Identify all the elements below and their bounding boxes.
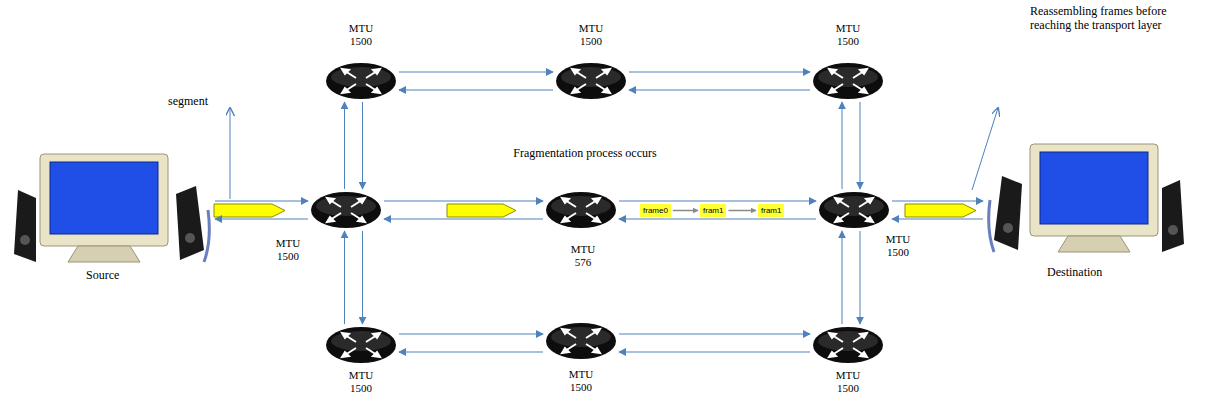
link-arrow xyxy=(344,102,345,189)
link-arrow xyxy=(619,201,816,202)
router-symbol xyxy=(310,191,382,229)
reassembly-note: Reassembling frames before reaching the … xyxy=(1030,4,1170,32)
link-arrow xyxy=(842,231,843,324)
frame-box: fram1 xyxy=(758,204,784,217)
link-arrow xyxy=(399,90,553,91)
router: MTU 1500 xyxy=(818,191,890,229)
leader-line xyxy=(972,108,998,190)
link-arrow xyxy=(399,334,543,335)
mtu-label: MTU 1500 xyxy=(343,22,379,48)
router-symbol xyxy=(545,322,617,360)
router: MTU 1500 xyxy=(812,62,884,100)
frame-box: fram1 xyxy=(700,204,726,217)
mtu-label: MTU 1500 xyxy=(270,237,306,263)
segment-label: segment xyxy=(168,94,208,108)
router: MTU 1500 xyxy=(325,326,397,364)
computer: Destination xyxy=(985,140,1190,260)
link-arrow xyxy=(629,90,810,91)
process-note: Fragmentation process occurs xyxy=(505,146,665,160)
computer-illustration xyxy=(8,150,213,270)
frame-label: fram1 xyxy=(703,206,723,215)
router: MTU 1500 xyxy=(325,62,397,100)
frame-box: frame0 xyxy=(640,204,671,217)
mtu-label: MTU 1500 xyxy=(880,233,916,259)
router-symbol xyxy=(545,191,617,229)
link-arrow xyxy=(619,219,816,220)
router: MTU 1500 xyxy=(545,322,617,360)
frame-label: fram1 xyxy=(761,206,781,215)
router-symbol xyxy=(325,62,397,100)
host-label: Source xyxy=(86,268,119,282)
router-symbol xyxy=(818,191,890,229)
router-symbol xyxy=(325,326,397,364)
mtu-label: MTU 1500 xyxy=(830,22,866,48)
link-arrow xyxy=(362,102,363,189)
router: MTU 1500 xyxy=(812,326,884,364)
link-arrow xyxy=(629,72,810,73)
frame-arrow xyxy=(673,210,698,212)
link-arrow xyxy=(362,231,363,324)
link-arrow xyxy=(860,231,861,324)
computer-illustration xyxy=(985,140,1190,260)
frame-label: frame0 xyxy=(643,206,668,215)
link-arrow xyxy=(842,102,843,189)
leader-line xyxy=(230,108,231,199)
segment-arrow xyxy=(905,204,976,217)
segment-arrow xyxy=(214,204,285,217)
segment-arrow xyxy=(447,204,516,217)
link-arrow xyxy=(892,201,983,202)
router: MTU 1500 xyxy=(310,191,382,229)
mtu-label: MTU 576 xyxy=(565,243,601,269)
link-arrow xyxy=(619,352,810,353)
link-arrow xyxy=(892,219,983,220)
link-arrow xyxy=(215,201,308,202)
mtu-label: MTU 1500 xyxy=(343,369,379,395)
link-arrow xyxy=(384,219,543,220)
link-arrow xyxy=(399,72,553,73)
mtu-label: MTU 1500 xyxy=(573,22,609,48)
link-arrow xyxy=(399,352,543,353)
link-arrow xyxy=(619,334,810,335)
mtu-label: MTU 1500 xyxy=(563,368,599,394)
mtu-label: MTU 1500 xyxy=(830,369,866,395)
frame-arrow xyxy=(728,210,756,212)
link-arrow xyxy=(860,102,861,189)
link-arrow xyxy=(384,201,543,202)
router-symbol xyxy=(555,62,627,100)
router-symbol xyxy=(812,326,884,364)
link-arrow xyxy=(344,231,345,324)
router: MTU 576 xyxy=(545,191,617,229)
link-arrow xyxy=(215,219,308,220)
router-symbol xyxy=(812,62,884,100)
computer: Source xyxy=(8,150,213,270)
host-label: Destination xyxy=(1047,265,1102,279)
router: MTU 1500 xyxy=(555,62,627,100)
